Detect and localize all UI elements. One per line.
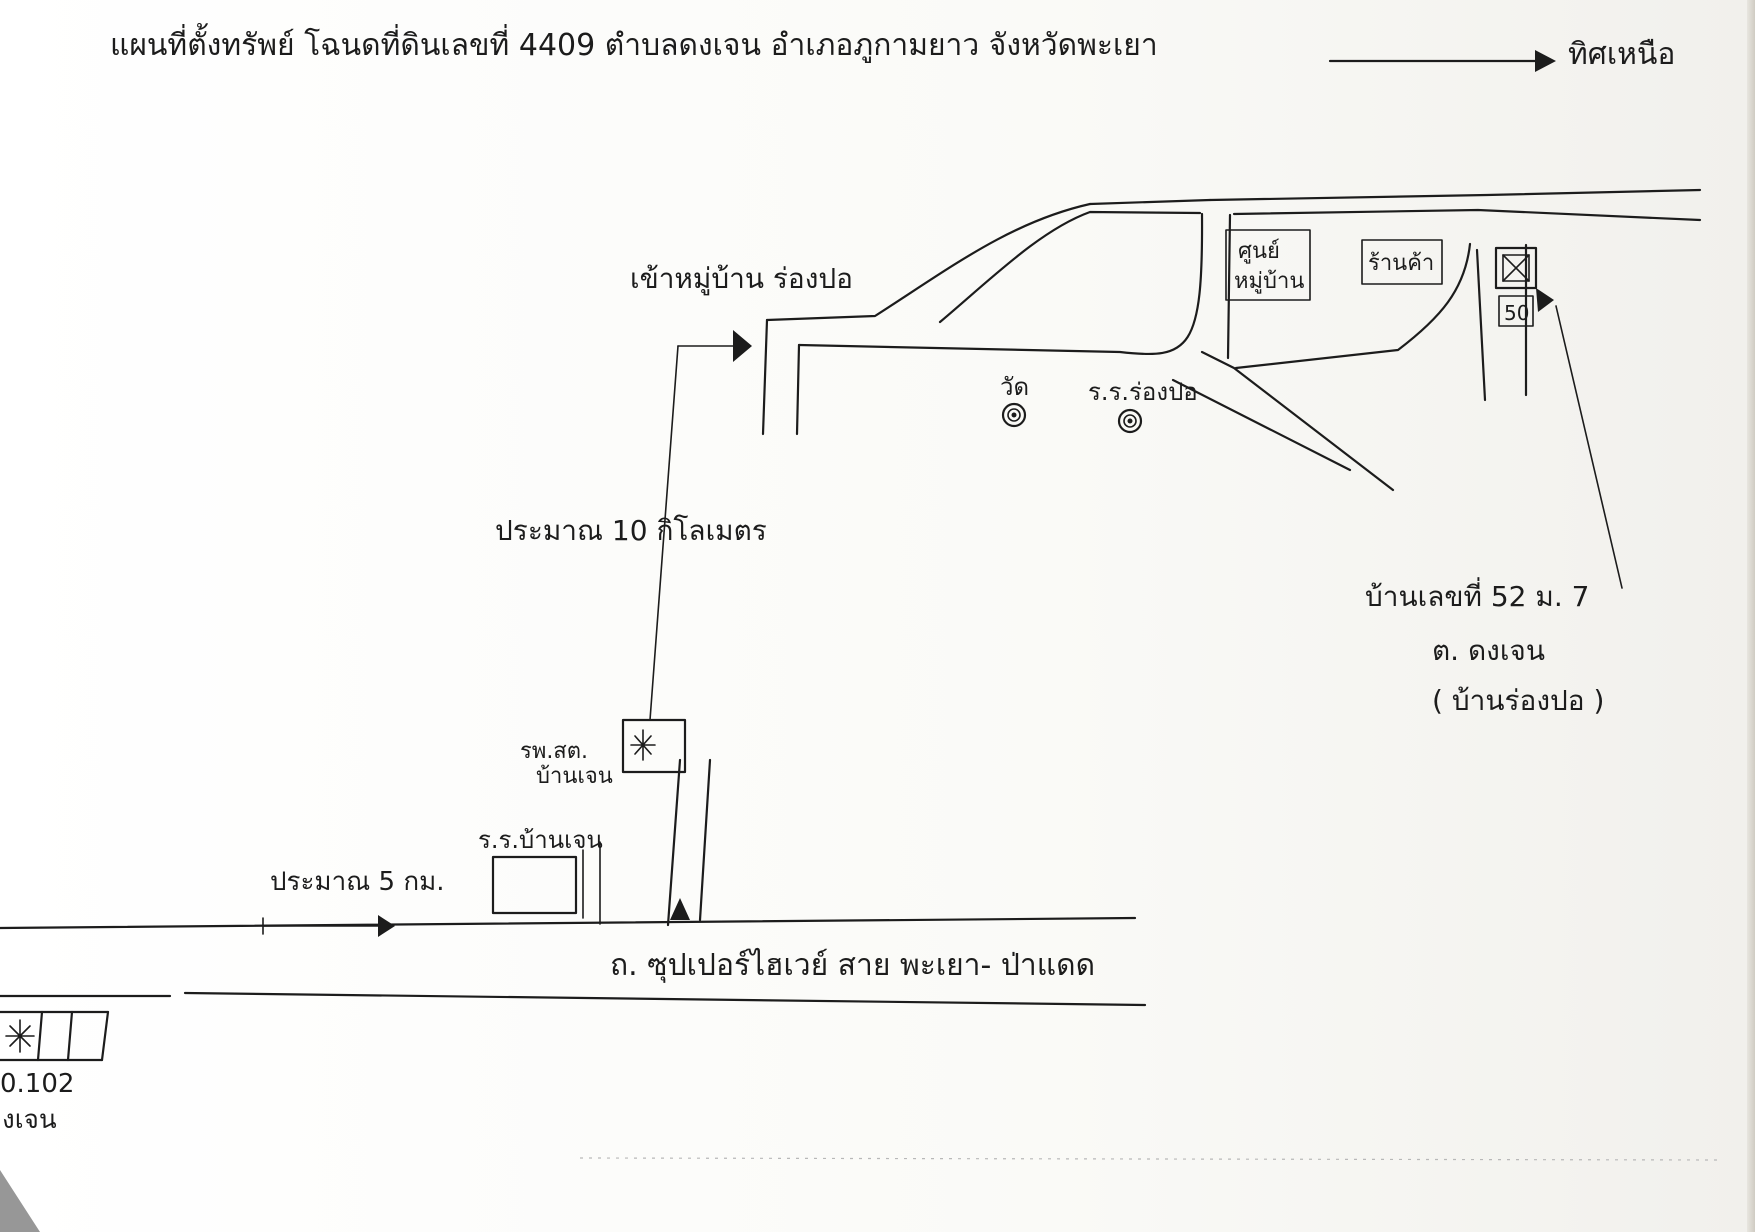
paper-edge — [1747, 0, 1755, 1232]
arrow-up-icon — [670, 898, 690, 920]
village-center-line2: หมู่บ้าน — [1234, 269, 1304, 294]
left-partial-marker — [0, 1010, 110, 1062]
village-roads — [761, 188, 1702, 492]
village-entrance-label: เข้าหมู่บ้าน ร่องปอ — [630, 262, 853, 296]
house-address-line2: ต. ดงเจน — [1432, 634, 1545, 667]
side-road-south — [666, 758, 712, 927]
temple-label: วัด — [1000, 373, 1029, 401]
shop-box — [1361, 239, 1443, 285]
school-rongpo-label: ร.ร.ร่องปอ — [1088, 378, 1198, 406]
school-banjen-label: ร.ร.บ้านเจน — [478, 826, 603, 854]
fold-line — [579, 1157, 1721, 1161]
spiral-icon — [1001, 402, 1027, 428]
left-partial-line1: 0.102 — [0, 1069, 74, 1099]
main-highway — [0, 916, 1147, 1007]
house-number-box — [1498, 295, 1534, 327]
map-title: แผนที่ตั้งทรัพย์ โฉนดที่ดินเลขที่ 4409 ต… — [110, 23, 1158, 63]
school-banjen — [491, 841, 601, 925]
distance-5km-arrow — [262, 915, 395, 937]
health-center-line1: รพ.สต. — [520, 739, 588, 764]
distance-5km-label: ประมาณ 5 กม. — [270, 867, 445, 897]
village-center-line1: ศูนย์ — [1238, 239, 1280, 264]
scan-shadow — [0, 1170, 40, 1232]
pointer-arrow-icon — [1536, 288, 1554, 312]
house-number-label: 50 — [1504, 301, 1529, 325]
x-box-icon — [1494, 246, 1538, 290]
house-address-line3: ( บ้านร่องปอ ) — [1432, 684, 1604, 717]
spiral-icon — [1117, 408, 1143, 434]
shop-label: ร้านค้า — [1368, 251, 1434, 276]
village-center-box — [1225, 229, 1311, 301]
north-arrow — [1328, 50, 1556, 72]
house-pointer-line — [1555, 305, 1623, 589]
north-label: ทิศเหนือ — [1568, 37, 1675, 72]
health-center-marker — [621, 718, 687, 774]
left-partial-line2: งเจน — [2, 1105, 57, 1135]
main-road-label: ถ. ซุปเปอร์ไฮเวย์ สาย พะเยา- ป่าแดด — [610, 947, 1095, 984]
health-center-line2: บ้านเจน — [536, 764, 613, 789]
distance-10km-label: ประมาณ 10 กิโลเมตร — [495, 514, 767, 547]
house-address-line1: บ้านเลขที่ 52 ม. 7 — [1365, 577, 1589, 613]
route-to-village — [649, 330, 752, 721]
